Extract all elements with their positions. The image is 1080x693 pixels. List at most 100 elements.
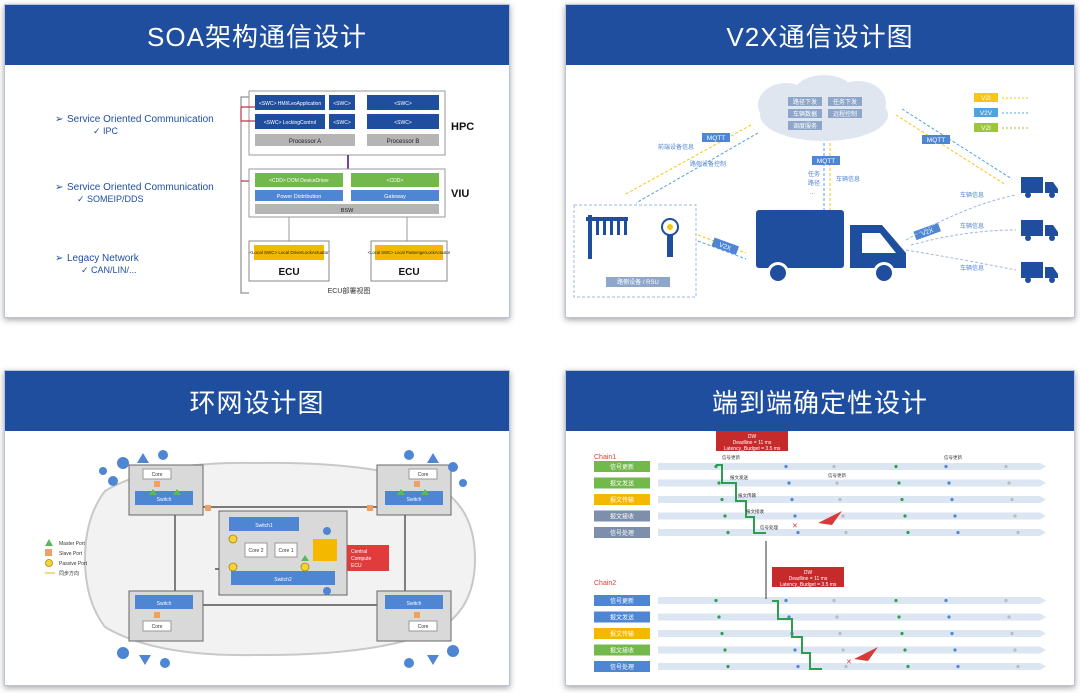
ecu-caption: ECU部署视图: [328, 286, 371, 295]
svg-text:<CDD> DOM DeviceDriver: <CDD> DOM DeviceDriver: [269, 178, 329, 184]
timeline-dot: [950, 631, 954, 636]
svg-text:远程控制: 远程控制: [833, 110, 857, 118]
row-label-bg: [594, 461, 650, 472]
timeline-bar: [658, 479, 1046, 487]
timeline-dot: [838, 631, 842, 636]
svg-text:Core 1: Core 1: [278, 548, 293, 554]
timeline-dot: [1016, 530, 1020, 535]
chain1-label: Chain1: [594, 454, 616, 461]
row-label-bg: [594, 527, 650, 538]
timeline-dot: [947, 615, 951, 619]
svg-text:信号更新: 信号更新: [944, 454, 962, 461]
timeline-dot: [726, 530, 730, 535]
svg-text:路径下发: 路径下发: [793, 98, 817, 106]
small-truck-2-icon: [1021, 220, 1058, 241]
timeline-bar: [658, 512, 1046, 520]
timeline-bar: [658, 646, 1046, 654]
row-label-bg: [594, 644, 650, 656]
timeline-dot: [723, 514, 727, 518]
svg-text:报文传输: 报文传输: [738, 492, 756, 499]
row-label: 信号处理: [610, 529, 634, 537]
ports: [149, 481, 429, 618]
row-label-bg: [594, 628, 650, 639]
timeline-dot: [1004, 464, 1008, 469]
svg-text:➢: ➢: [55, 253, 63, 264]
svg-text:Latency_Budget = 3.5 ms: Latency_Budget = 3.5 ms: [724, 446, 781, 452]
hpc-label: HPC: [451, 121, 474, 133]
timeline-dot: [1010, 631, 1014, 636]
timeline-dot: [726, 664, 730, 669]
viu-label: VIU: [451, 188, 469, 200]
soa-diagram: ➢ Service Oriented Communication ✓ IPC ➢…: [55, 90, 474, 295]
timeline-dot: [838, 497, 842, 502]
svg-text:V2X: V2X: [718, 242, 733, 253]
timeline-dot: [953, 514, 957, 518]
rsu-box: 路侧设备 / RSU: [573, 204, 697, 298]
timeline-dot: [717, 481, 721, 485]
svg-text:车辆信息: 车辆信息: [960, 222, 984, 230]
svg-text:前端设备信息: 前端设备信息: [658, 143, 694, 151]
truck-icon: [756, 210, 906, 284]
row-label: 报文传输: [610, 630, 634, 638]
timeline-dot: [1013, 514, 1017, 518]
svg-text:✕: ✕: [846, 659, 852, 666]
svg-text:Passive Port: Passive Port: [59, 561, 88, 567]
timeline-dot: [903, 648, 907, 652]
timeline-dot: [1010, 497, 1014, 502]
svg-text:任务: 任务: [808, 170, 820, 178]
ecu-left: <Local SWC> Local DriverLockActuator ECU: [248, 240, 330, 282]
soa-panel: SOA架构通信设计 ➢ Service Oriented Communicati…: [4, 4, 510, 318]
timeline-dot: [796, 664, 800, 669]
svg-text:Deadline = 11 ms: Deadline = 11 ms: [733, 440, 772, 446]
timeline-dot: [844, 664, 848, 669]
svg-text:车辆信息: 车辆信息: [836, 175, 860, 183]
svg-text:路径: 路径: [808, 179, 820, 187]
soa-group-2-sub: SOMEIP/DDS: [87, 194, 144, 204]
timeline-bar: [658, 529, 1046, 536]
ecu-right: <Local SWC> Local PassengerLockActuator …: [368, 240, 451, 282]
small-truck-1-icon: [1021, 177, 1058, 198]
svg-text:MQTT: MQTT: [817, 158, 835, 165]
timeline-dot: [950, 497, 954, 502]
svg-text:任务下发: 任务下发: [833, 98, 857, 106]
ecu-right-label: ECU: [398, 267, 419, 278]
v2x-title: V2X通信设计图: [566, 5, 1074, 65]
timeline-bar: [658, 496, 1046, 503]
timeline-dot: [897, 615, 901, 619]
timeline-dot: [844, 530, 848, 535]
row-label: 报文传输: [610, 496, 634, 504]
hpc-proc-b: Processor B: [387, 139, 420, 145]
ring-diagram: Master Port Slave Port Passive Port 同步方向…: [45, 450, 477, 668]
e2e-diagram: Chain1 DW Deadline = 11 ms Latency_Budge…: [594, 431, 1046, 672]
viu-bsw: BSW: [341, 208, 354, 214]
timeline-dot: [947, 481, 951, 485]
svg-text:信号处理: 信号处理: [760, 524, 778, 531]
v2x-diagram: 路径下发 任务下发 车辆数据 远程控制 调度服务 V2I V2V V2I: [573, 75, 1058, 298]
timeline-dot: [897, 481, 901, 485]
timeline-dot: [720, 497, 724, 502]
svg-text:<Local SWC> Local DriverLockAc: <Local SWC> Local DriverLockActuator: [249, 250, 329, 255]
timeline-dot: [720, 631, 724, 636]
timeline-dot: [1004, 598, 1008, 603]
row-label: 信号更新: [610, 463, 634, 471]
svg-text:Core: Core: [152, 472, 163, 478]
viu-blue2: Gateway: [384, 194, 406, 200]
row-label: 报文接收: [610, 647, 634, 655]
soa-group-2: ➢ Service Oriented Communication ✓ SOMEI…: [55, 182, 214, 204]
svg-text:✕: ✕: [792, 523, 798, 530]
timeline-dot: [841, 514, 845, 518]
ring-title: 环网设计图: [5, 371, 509, 431]
svg-text:V2I: V2I: [981, 125, 991, 132]
svg-text:<SWC> HMI/LeoApplication: <SWC> HMI/LeoApplication: [259, 101, 321, 107]
ring-body: Master Port Slave Port Passive Port 同步方向…: [5, 431, 509, 685]
svg-text:Switch: Switch: [157, 601, 172, 607]
soa-group-3-label: Legacy Network: [67, 253, 140, 264]
ecu-front-right: Core Switch: [376, 464, 452, 516]
row-label: 信号更新: [610, 597, 634, 605]
svg-text:报文发送: 报文发送: [730, 474, 748, 481]
svg-text:✓: ✓: [77, 194, 85, 204]
timeline-dot: [906, 530, 910, 535]
timeline-dot: [900, 631, 904, 636]
v2x-panel: V2X通信设计图 路径下发 任务下发 车辆数据 远程控制 调度服务: [565, 4, 1075, 318]
